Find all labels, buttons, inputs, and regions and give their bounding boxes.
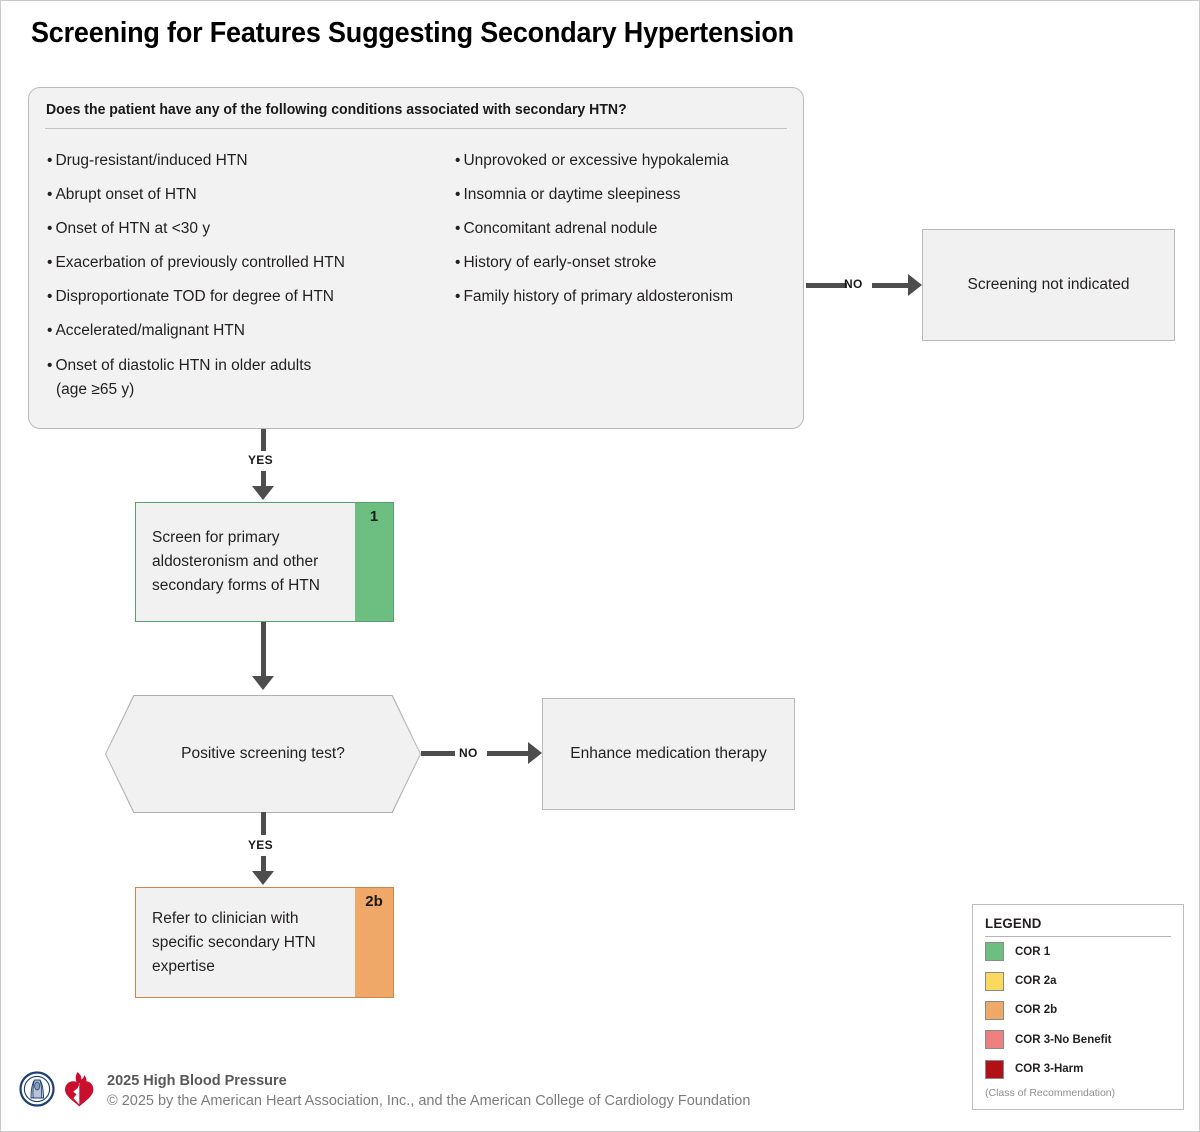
list-item: •Exacerbation of previously controlled H… — [47, 254, 345, 271]
question-bullets-right-column: •Unprovoked or excessive hypokalemia •In… — [455, 144, 789, 402]
edge-label-panel-no: NO — [844, 277, 863, 291]
legend-item-cor-1: COR 1 — [985, 937, 1171, 966]
bullet-dot-icon: • — [47, 220, 53, 237]
footer-line-2: © 2025 by the American Heart Association… — [107, 1093, 751, 1109]
bullet-dot-icon: • — [47, 186, 53, 203]
legend-item-cor-3-harm: COR 3-Harm — [985, 1055, 1171, 1084]
legend-title: LEGEND — [985, 915, 1042, 931]
legend-divider — [985, 936, 1171, 937]
legend-item-cor-3-no-benefit: COR 3-No Benefit — [985, 1025, 1171, 1054]
legend-swatch-cor-3-harm — [985, 1059, 1004, 1079]
list-item: •History of early-onset stroke — [455, 254, 657, 271]
connector-panel-yes-segment-1 — [261, 429, 266, 451]
list-item: •Drug-resistant/induced HTN — [47, 152, 248, 169]
cor-color-strip-orange: 2b — [355, 888, 393, 997]
legend-swatch-cor-2b — [985, 1000, 1004, 1020]
arrowhead-hex-yes — [252, 871, 274, 885]
list-item: •Abrupt onset of HTN — [47, 186, 197, 203]
list-item: •Onset of diastolic HTN in older adults(… — [47, 357, 312, 398]
edge-label-hex-yes: YES — [248, 838, 273, 852]
footer: 2025 High Blood Pressure © 2025 by the A… — [19, 1070, 919, 1113]
edge-label-hex-no: NO — [459, 746, 478, 760]
secondary-htn-question-panel: Does the patient have any of the followi… — [28, 87, 804, 429]
list-item: •Insomnia or daytime sleepiness — [455, 186, 681, 203]
node-positive-screening-test: Positive screening test? — [106, 696, 420, 812]
legend-item-cor-2b: COR 2b — [985, 996, 1171, 1025]
acc-seal-logo-icon — [19, 1071, 57, 1112]
connector-panel-yes-segment-2 — [261, 471, 266, 488]
edge-label-panel-yes: YES — [248, 453, 273, 467]
node-screening-not-indicated: Screening not indicated — [922, 229, 1175, 341]
arrowhead-screen-to-decision — [252, 676, 274, 690]
bullet-dot-icon: • — [455, 254, 461, 271]
bullet-dot-icon: • — [47, 322, 53, 339]
connector-hex-no-segment-1 — [421, 751, 455, 756]
bullet-dot-icon: • — [455, 186, 461, 203]
aha-heart-torch-logo-icon — [63, 1070, 97, 1113]
question-panel-header: Does the patient have any of the followi… — [46, 102, 627, 118]
cor-badge-2b: 2b — [365, 893, 383, 910]
arrowhead-panel-no — [908, 274, 922, 296]
node-refer-to-clinician: Refer to clinician with specific seconda… — [135, 887, 394, 998]
connector-panel-no-segment-2 — [872, 283, 910, 288]
bullet-dot-icon: • — [47, 152, 53, 169]
legend-swatch-cor-1 — [985, 942, 1004, 962]
bullet-dot-icon: • — [455, 220, 461, 237]
cor-color-strip-green: 1 — [355, 503, 393, 621]
footer-text: 2025 High Blood Pressure © 2025 by the A… — [107, 1072, 919, 1111]
arrowhead-hex-no — [528, 742, 542, 764]
bullet-dot-icon: • — [47, 254, 53, 271]
footer-line-1: 2025 High Blood Pressure — [107, 1073, 287, 1089]
list-item: •Onset of HTN at <30 y — [47, 220, 211, 237]
question-panel-divider — [45, 128, 787, 129]
list-item: •Concomitant adrenal nodule — [455, 220, 658, 237]
node-screen-primary-aldosteronism: Screen for primary aldosteronism and oth… — [135, 502, 394, 622]
bullet-dot-icon: • — [455, 152, 461, 169]
connector-screen-to-decision — [261, 622, 266, 678]
question-panel-columns: •Drug-resistant/induced HTN •Abrupt onse… — [47, 144, 789, 402]
question-bullets-left-column: •Drug-resistant/induced HTN •Abrupt onse… — [47, 144, 455, 402]
connector-panel-no-segment-1 — [806, 283, 847, 288]
bullet-dot-icon: • — [47, 357, 53, 374]
page-title: Screening for Features Suggesting Second… — [31, 17, 794, 49]
connector-hex-yes-segment-1 — [261, 812, 266, 835]
bullet-dot-icon: • — [455, 288, 461, 305]
legend-swatch-cor-3-no-benefit — [985, 1030, 1004, 1050]
list-item: •Disproportionate TOD for degree of HTN — [47, 288, 334, 305]
cor-badge-1: 1 — [369, 508, 379, 525]
bullet-dot-icon: • — [47, 288, 53, 305]
list-item: •Family history of primary aldosteronism — [455, 288, 734, 305]
node-enhance-medication-therapy: Enhance medication therapy — [542, 698, 795, 810]
connector-hex-no-segment-2 — [487, 751, 530, 756]
list-item: •Accelerated/malignant HTN — [47, 322, 245, 339]
arrowhead-panel-yes — [252, 486, 274, 500]
legend-item-cor-2a: COR 2a — [985, 966, 1171, 995]
list-item: •Unprovoked or excessive hypokalemia — [455, 152, 729, 169]
legend-panel: LEGEND COR 1 COR 2a COR 2b COR 3-No Bene… — [972, 904, 1184, 1110]
connector-hex-yes-segment-2 — [261, 856, 266, 873]
legend-note: (Class of Recommendation) — [985, 1086, 1116, 1099]
legend-swatch-cor-2a — [985, 971, 1004, 991]
